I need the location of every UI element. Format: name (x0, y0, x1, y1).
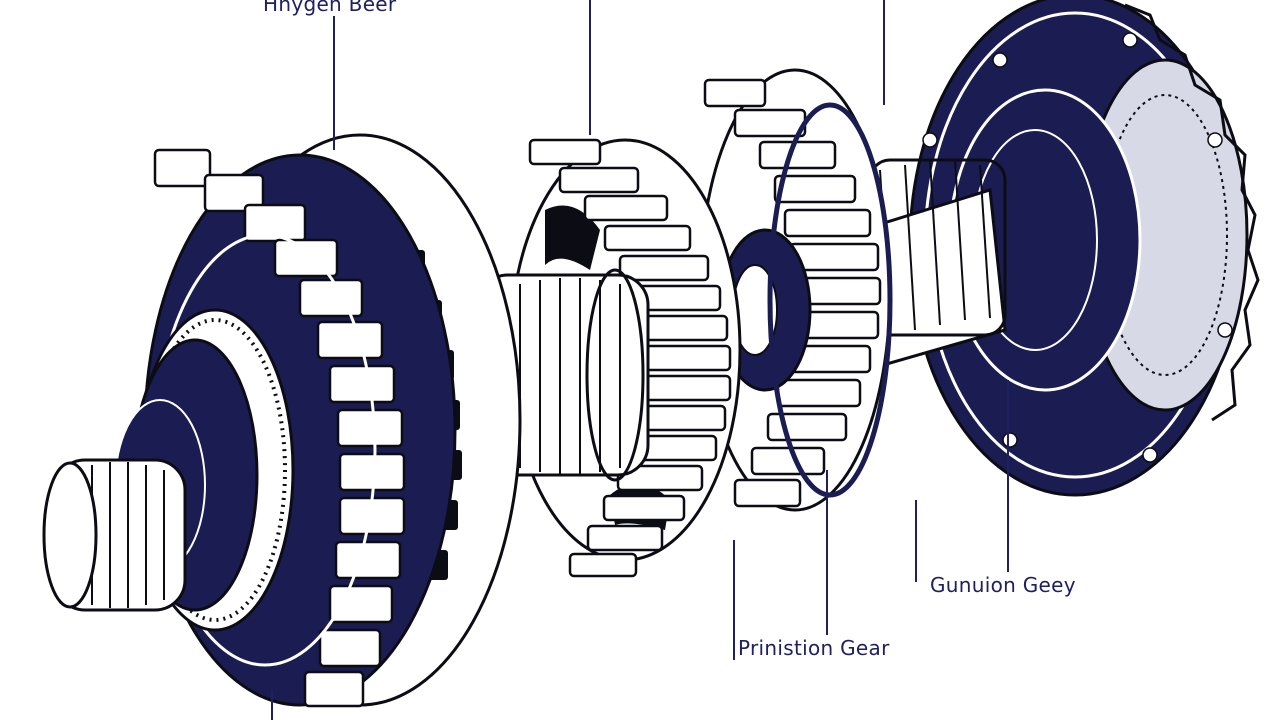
housing-flange (908, 0, 1260, 497)
gear-middle-sleeve-band (585, 268, 645, 482)
gear-primary-teeth (703, 78, 882, 508)
housing-teeth-edge (1124, 3, 1260, 422)
gear-left-teeth (153, 148, 406, 708)
label-top-left-part: Hnygen Beer (263, 0, 397, 16)
gear-primary (698, 68, 893, 512)
gear-primary-ring (767, 102, 893, 498)
leader-lines (271, 0, 1009, 720)
gear-middle-shadow-top (545, 205, 600, 270)
stub-shaft-end (42, 461, 98, 609)
gear-middle-teeth (528, 138, 732, 578)
gear-cluster-left (114, 133, 522, 708)
stub-shaft (42, 458, 187, 612)
label-prinistion-gear: Prinistion Gear (738, 636, 890, 660)
label-gunuion-gear: Gunuion Geey (930, 573, 1076, 597)
gear-left-bearing-dots (143, 318, 287, 622)
